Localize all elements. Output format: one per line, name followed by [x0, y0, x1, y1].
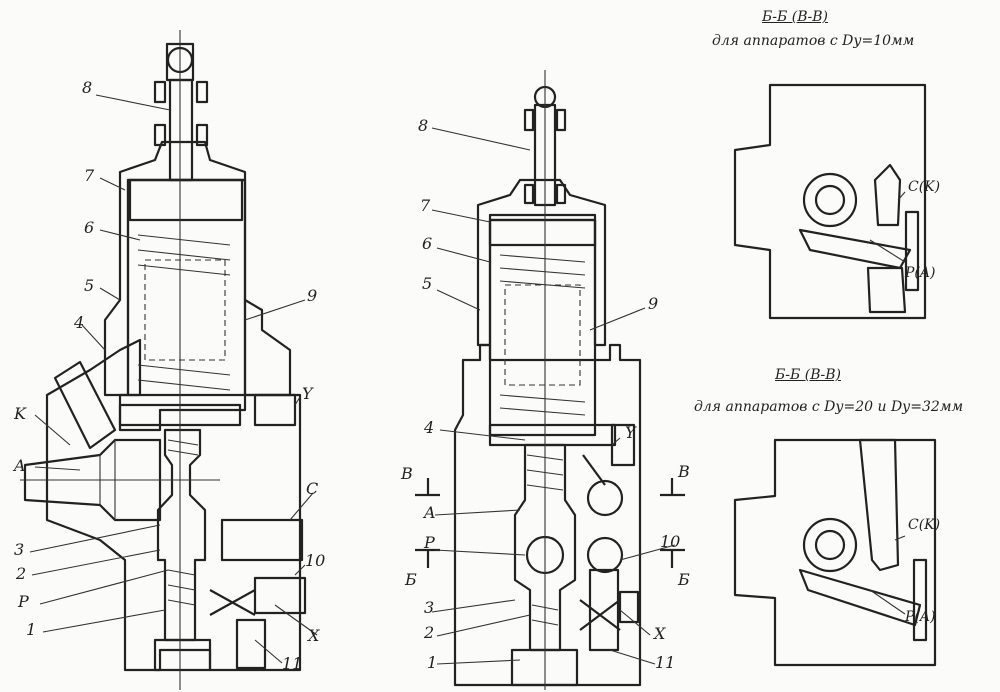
left-label-X: X [308, 626, 320, 645]
mid-label-1: 1 [427, 653, 438, 672]
mid-label-6: 6 [422, 234, 433, 253]
right-bottom-subtitle: для аппаратов с Dу=20 и Dу=32мм [694, 399, 964, 415]
left-section-view [20, 30, 307, 690]
mid-label-9: 9 [648, 294, 659, 313]
mid-label-V-right: В [678, 462, 690, 481]
left-label-K: K [14, 404, 26, 423]
left-label-4: 4 [74, 313, 85, 332]
left-label-6: 6 [84, 218, 95, 237]
right-bottom-section [733, 438, 937, 667]
mid-label-Y: Y [625, 423, 636, 442]
mid-label-P: P [424, 533, 435, 552]
mid-label-8: 8 [418, 116, 429, 135]
mid-label-3: 3 [424, 598, 435, 617]
mid-label-10: 10 [660, 532, 681, 551]
left-label-Y: Y [302, 384, 313, 403]
left-label-P: P [18, 592, 29, 611]
right-top-label-PA: P(A) [905, 265, 936, 281]
right-top-title: Б-Б (В-В) [762, 9, 828, 25]
mid-label-B-left: Б [405, 570, 417, 589]
left-label-5: 5 [84, 276, 95, 295]
middle-section-view [415, 70, 685, 690]
left-label-11: 11 [282, 654, 303, 673]
left-label-1: 1 [26, 620, 37, 639]
left-label-9: 9 [307, 286, 318, 305]
right-top-section [733, 83, 927, 320]
left-label-10: 10 [305, 551, 326, 570]
mid-label-11: 11 [655, 653, 676, 672]
leader-lines [29, 94, 906, 665]
middle-body [453, 343, 642, 687]
right-bottom-label-CK: C(K) [908, 517, 941, 533]
left-label-A: A [14, 456, 26, 475]
mid-label-V-left: В [401, 464, 413, 483]
left-label-7: 7 [84, 166, 95, 185]
mid-label-7: 7 [420, 196, 431, 215]
right-top-label-CK: C(K) [908, 179, 941, 195]
right-bottom-title: Б-Б (В-В) [775, 367, 841, 383]
left-label-3: 3 [14, 540, 25, 559]
mid-label-5: 5 [422, 274, 433, 293]
mid-label-4: 4 [424, 418, 435, 437]
left-label-C: C [306, 479, 319, 498]
right-bottom-label-PA: P(A) [905, 609, 936, 625]
left-label-2: 2 [16, 564, 27, 583]
right-top-subtitle: для аппаратов с Dу=10мм [712, 33, 915, 49]
mid-label-B-right: Б [678, 570, 690, 589]
mid-label-A: A [424, 503, 436, 522]
mid-label-X: X [654, 624, 666, 643]
mid-label-2: 2 [424, 623, 435, 642]
left-label-8: 8 [82, 78, 93, 97]
